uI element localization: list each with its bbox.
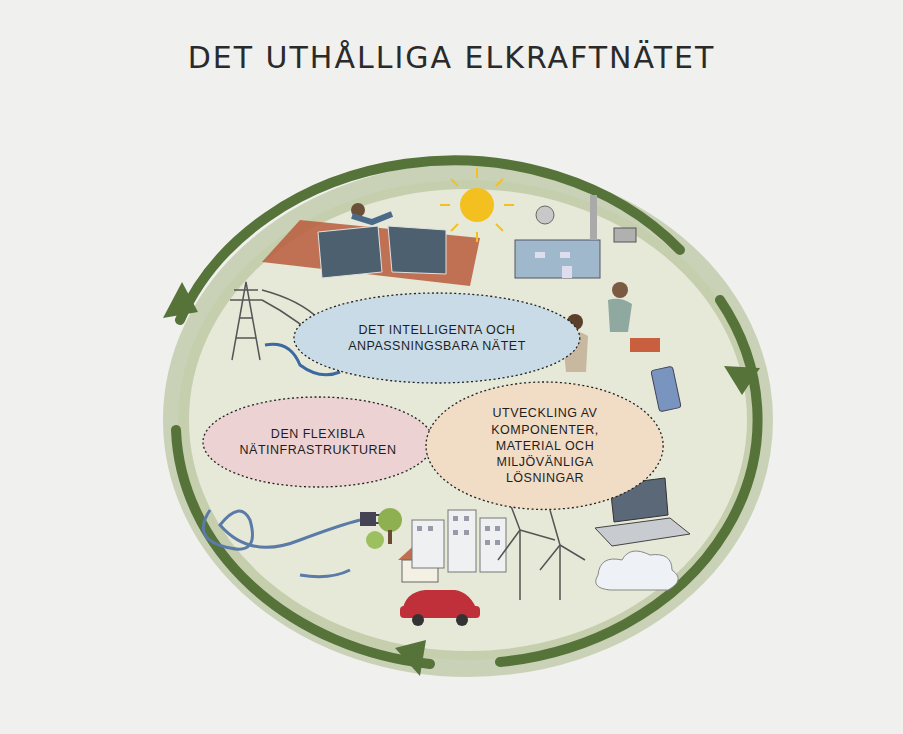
ellipse-label: DEN FLEXIBLA NÄTINFRASTRUKTUREN xyxy=(238,426,398,459)
topic-ellipse: DET INTELLIGENTA OCH ANPASSNINGSBARA NÄT… xyxy=(293,292,581,384)
cloud xyxy=(596,551,678,590)
ellipse-label: DET INTELLIGENTA OCH ANPASSNINGSBARA NÄT… xyxy=(337,322,537,355)
car xyxy=(400,590,480,626)
topic-ellipse: DEN FLEXIBLA NÄTINFRASTRUKTUREN xyxy=(202,396,434,488)
ellipse-outline xyxy=(293,292,581,384)
ellipse-outline xyxy=(202,396,434,488)
topic-ellipse: UTVECKLING AV KOMPONENTER, MATERIAL OCH … xyxy=(425,381,664,510)
factory xyxy=(515,195,636,278)
plug-cable xyxy=(203,510,384,577)
town xyxy=(366,508,506,582)
sun xyxy=(440,168,514,242)
phone xyxy=(651,366,681,412)
people xyxy=(562,282,660,372)
diagram-title: DET UTHÅLLIGA ELKRAFTNÄTET xyxy=(0,40,903,75)
cycle-ring xyxy=(176,160,758,664)
cycle-arrowhead xyxy=(163,282,760,676)
roof-solar xyxy=(262,203,480,286)
ellipse-label: UTVECKLING AV KOMPONENTER, MATERIAL OCH … xyxy=(462,405,627,486)
